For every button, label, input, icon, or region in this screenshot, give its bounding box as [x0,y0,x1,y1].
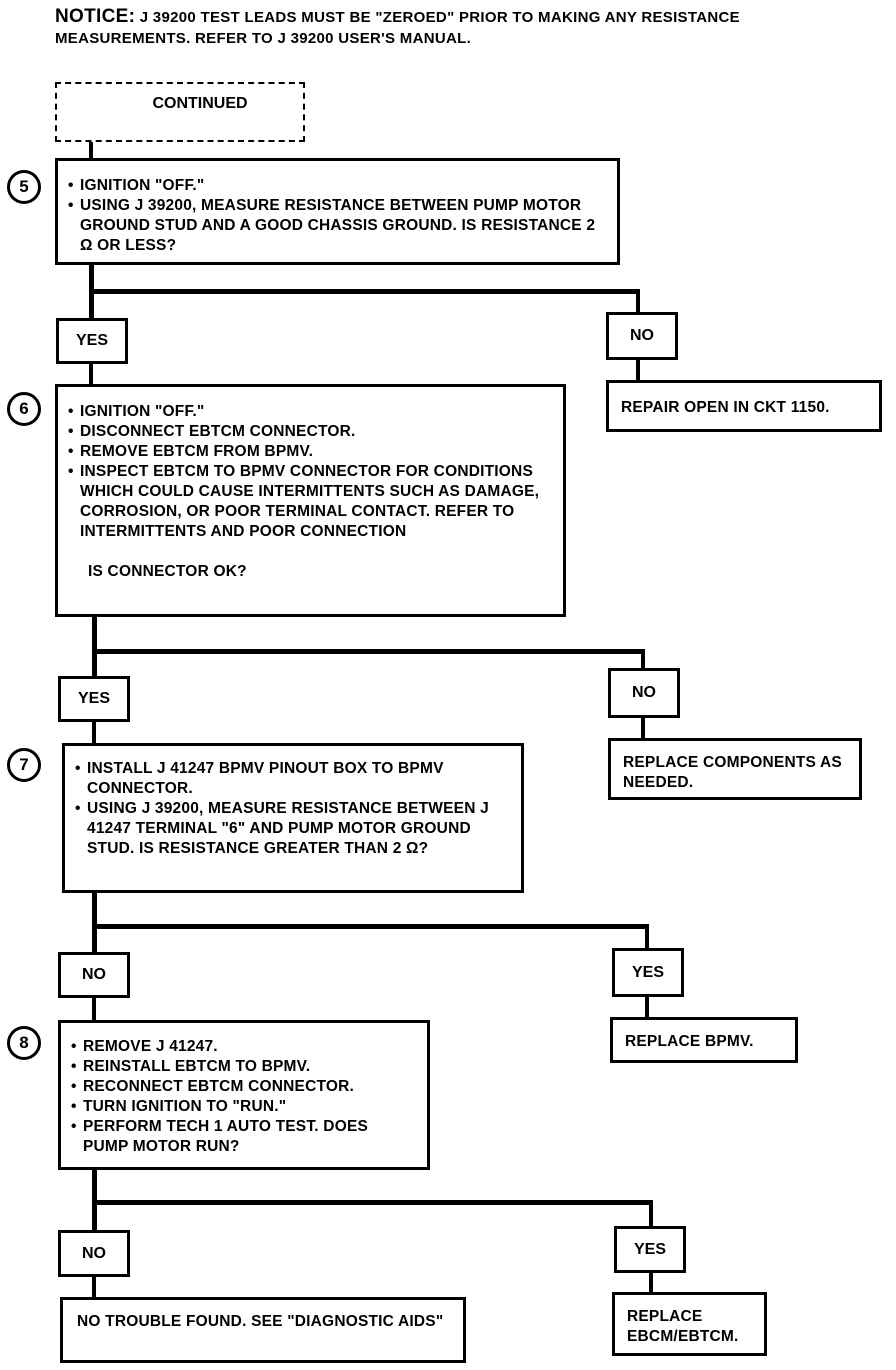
connector-line [641,716,645,740]
connector-line [649,1200,653,1228]
step-6-line: REMOVE EBTCM FROM BPMV. [68,442,553,462]
connector-line [89,289,640,294]
step-5-no-result: REPAIR OPEN IN CKT 1150. [606,380,882,432]
connector-line [92,996,96,1022]
notice-text: J 39200 TEST LEADS MUST BE "ZEROED" PRIO… [55,9,740,47]
connector-line [641,649,645,670]
step-8-no-label: NO [58,1230,130,1277]
step-5-box: IGNITION "OFF." USING J 39200, MEASURE R… [55,158,620,265]
connector-line [645,924,649,950]
connector-line [92,1200,653,1205]
step-8-yes-result: REPLACE EBCM/EBTCM. [612,1292,767,1356]
step-7-line: INSTALL J 41247 BPMV PINOUT BOX TO BPMV … [75,759,511,799]
connector-line [92,890,97,954]
step-number-5: 5 [7,170,41,204]
step-7-box: INSTALL J 41247 BPMV PINOUT BOX TO BPMV … [62,743,524,893]
connector-line [645,995,649,1019]
step-6-no-label: NO [608,668,680,718]
connector-line [92,614,97,678]
step-5-line: IGNITION "OFF." [68,176,607,196]
continued-box: CONTINUED [55,82,305,142]
connector-line [92,720,96,745]
step-5-no-label: NO [606,312,678,360]
step-8-box: REMOVE J 41247. REINSTALL EBTCM TO BPMV.… [58,1020,430,1170]
step-7-line: USING J 39200, MEASURE RESISTANCE BETWEE… [75,799,511,859]
connector-line [89,362,93,386]
step-5-yes-label: YES [56,318,128,364]
step-8-no-result-text: NO TROUBLE FOUND. SEE "DIAGNOSTIC AIDS" [77,1313,444,1330]
continued-label: CONTINUED [152,95,248,112]
step-8-line: PERFORM TECH 1 AUTO TEST. DOES PUMP MOTO… [71,1117,417,1157]
step-6-no-result-text: REPLACE COMPONENTS AS NEEDED. [623,754,842,791]
step-number-6: 6 [7,392,41,426]
step-8-line: REINSTALL EBTCM TO BPMV. [71,1057,417,1077]
step-5-line: USING J 39200, MEASURE RESISTANCE BETWEE… [68,196,607,256]
connector-line [92,924,649,929]
step-5-no-result-text: REPAIR OPEN IN CKT 1150. [621,399,830,416]
step-8-line: TURN IGNITION TO "RUN." [71,1097,417,1117]
step-8-line: RECONNECT EBTCM CONNECTOR. [71,1077,417,1097]
step-7-no-label: NO [58,952,130,998]
step-6-line: INSPECT EBTCM TO BPMV CONNECTOR FOR COND… [68,462,553,542]
step-6-no-result: REPLACE COMPONENTS AS NEEDED. [608,738,862,800]
step-number-7: 7 [7,748,41,782]
step-6-question: IS CONNECTOR OK? [88,563,247,580]
notice-lead: NOTICE: [55,6,136,27]
step-6-yes-label: YES [58,676,130,722]
step-number-8: 8 [7,1026,41,1060]
connector-line [636,289,640,314]
connector-line [89,140,93,160]
step-8-yes-result-text: REPLACE EBCM/EBTCM. [627,1308,739,1345]
connector-line [92,1275,96,1299]
connector-line [92,649,645,654]
step-8-yes-label: YES [614,1226,686,1273]
connector-line [649,1271,653,1294]
notice: NOTICE: J 39200 TEST LEADS MUST BE "ZERO… [55,6,855,49]
step-7-yes-label: YES [612,948,684,997]
step-6-line: DISCONNECT EBTCM CONNECTOR. [68,422,553,442]
step-8-line: REMOVE J 41247. [71,1037,417,1057]
connector-line [636,358,640,382]
step-6-line: IGNITION "OFF." [68,402,553,422]
step-6-box: IGNITION "OFF." DISCONNECT EBTCM CONNECT… [55,384,566,617]
step-8-no-result: NO TROUBLE FOUND. SEE "DIAGNOSTIC AIDS" [60,1297,466,1363]
step-7-yes-result: REPLACE BPMV. [610,1017,798,1063]
step-7-yes-result-text: REPLACE BPMV. [625,1033,754,1050]
